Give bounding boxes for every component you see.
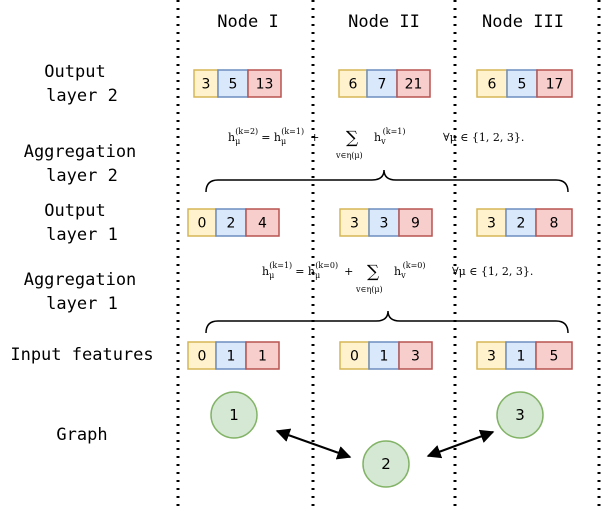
vector-cell-value-second: 2 — [227, 216, 236, 232]
vector-cell-box-first — [193, 69, 219, 98]
vector-cell-box-first — [476, 341, 507, 370]
aggregation-equation-layer-1: hμ(k=1)= hμ(k=0)+ ∑ v∈η(μ) hv(k=0) ∀μ ∈ … — [262, 261, 533, 294]
vector-output-layer-1-node-3: 3 2 8 — [476, 208, 573, 237]
vector-cell-value-first: 3 — [350, 216, 359, 232]
vector-cell-value-third: 17 — [546, 77, 564, 93]
graph-node-3-label: 3 — [515, 406, 525, 424]
vector-cell-box-second — [368, 341, 400, 370]
row-label-aggregation-layer-2-line1: Aggregation — [24, 142, 137, 162]
column-header-node-3: Node III — [482, 12, 564, 32]
vector-cell-value-third: 21 — [405, 77, 423, 93]
vector-cell-box-first — [187, 208, 217, 237]
row-label-output-layer-1-line2: layer 1 — [46, 225, 118, 245]
eq2-condition: ∀μ ∈ {1, 2, 3}. — [443, 131, 524, 144]
row-label-output-layer-2-line2: layer 2 — [46, 86, 118, 106]
vector-cell-box-third — [396, 69, 431, 98]
vector-cell-value-third: 5 — [550, 349, 559, 365]
aggregation-equation-layer-2: hμ(k=2)= hμ(k=1)+ ∑ v∈η(μ) hv(k=1) ∀μ ∈ … — [228, 127, 524, 160]
vector-output-layer-2-node-2: 6 7 21 — [338, 69, 431, 98]
eq1-condition: ∀μ ∈ {1, 2, 3}. — [452, 265, 533, 278]
vector-output-layer-2-node-1: 3 5 13 — [193, 69, 282, 98]
vector-cell-value-second: 1 — [227, 349, 236, 365]
vector-cell-box-first — [476, 69, 508, 98]
graph-node-2-label: 2 — [381, 455, 391, 473]
vector-cell-box-third — [536, 69, 573, 98]
vector-cell-value-second: 2 — [517, 216, 526, 232]
vector-cell-value-third: 1 — [258, 349, 267, 365]
row-label-aggregation-layer-1-line2: layer 1 — [46, 294, 118, 314]
eq1-neighbor-term: hv(k=0) — [394, 261, 426, 280]
vector-cell-value-first: 6 — [488, 77, 497, 93]
graph-edge-1-2 — [275, 428, 352, 460]
eq2-sum-symbol: ∑ — [346, 128, 358, 148]
vector-input-features-node-3: 3 1 5 — [476, 341, 573, 370]
vector-cell-box-third — [535, 208, 573, 237]
graph-node-3: 3 — [496, 391, 544, 439]
eq2-sum-subscript: v∈η(μ) — [335, 151, 363, 160]
row-label-aggregation-layer-1-line1: Aggregation — [24, 270, 137, 290]
vector-cell-value-second: 1 — [380, 349, 389, 365]
vector-cell-box-second — [217, 69, 249, 98]
vector-cell-value-first: 0 — [198, 216, 207, 232]
row-label-aggregation-layer-2-line2: layer 2 — [46, 166, 118, 186]
vector-cell-box-third — [245, 208, 280, 237]
column-header-node-1: Node I — [217, 12, 278, 32]
eq1-sum-subscript: v∈η(μ) — [355, 285, 383, 294]
vector-cell-value-second: 3 — [380, 216, 389, 232]
vector-cell-value-first: 3 — [487, 216, 496, 232]
eq2-lhs: hμ(k=2)= hμ(k=1)+ — [228, 127, 319, 146]
vector-cell-box-second — [366, 69, 398, 98]
vector-cell-value-third: 4 — [258, 216, 267, 232]
vector-cell-box-third — [535, 341, 573, 370]
eq2-neighbor-term: hv(k=1) — [374, 127, 406, 146]
vector-cell-box-third — [245, 341, 280, 370]
aggregation-brace-layer-1 — [205, 310, 569, 334]
vector-cell-value-second: 5 — [518, 77, 527, 93]
vector-cell-value-first: 3 — [487, 349, 496, 365]
vector-cell-value-third: 8 — [550, 216, 559, 232]
vector-cell-value-third: 9 — [411, 216, 420, 232]
eq1-lhs: hμ(k=1)= hμ(k=0)+ — [262, 261, 353, 280]
vector-output-layer-2-node-3: 6 5 17 — [476, 69, 573, 98]
row-label-output-layer-1-line1: Output — [44, 201, 105, 221]
eq1-sum-symbol: ∑ — [367, 262, 379, 282]
vector-cell-value-first: 0 — [350, 349, 359, 365]
vector-cell-box-third — [398, 208, 433, 237]
vector-cell-value-second: 1 — [517, 349, 526, 365]
vector-cell-value-third: 3 — [411, 349, 420, 365]
vector-cell-value-first: 0 — [198, 349, 207, 365]
vector-cell-value-first: 6 — [349, 77, 358, 93]
row-label-graph: Graph — [56, 425, 107, 445]
vector-output-layer-1-node-2: 3 3 9 — [339, 208, 433, 237]
graph-node-1: 1 — [210, 391, 258, 439]
vector-cell-value-first: 3 — [202, 77, 211, 93]
vector-cell-box-third — [247, 69, 282, 98]
vector-cell-box-first — [187, 341, 217, 370]
graph-edge-2-3 — [426, 429, 495, 459]
aggregation-brace-layer-2 — [205, 169, 569, 193]
vector-cell-box-second — [506, 69, 538, 98]
vector-cell-value-second: 5 — [229, 77, 238, 93]
vector-cell-value-second: 7 — [378, 77, 387, 93]
graph-node-2: 2 — [362, 440, 410, 488]
vector-cell-box-second — [505, 208, 537, 237]
column-header-node-2: Node II — [348, 12, 420, 32]
row-label-input-features: Input features — [10, 345, 153, 365]
vector-output-layer-1-node-1: 0 2 4 — [187, 208, 280, 237]
row-label-output-layer-2-line1: Output — [44, 62, 105, 82]
vector-cell-box-second — [215, 341, 247, 370]
graph-node-1-label: 1 — [229, 406, 239, 424]
vector-input-features-node-1: 0 1 1 — [187, 341, 280, 370]
vector-cell-box-third — [398, 341, 433, 370]
vector-input-features-node-2: 0 1 3 — [339, 341, 433, 370]
vector-cell-value-third: 13 — [256, 77, 274, 93]
vector-cell-box-first — [476, 208, 507, 237]
